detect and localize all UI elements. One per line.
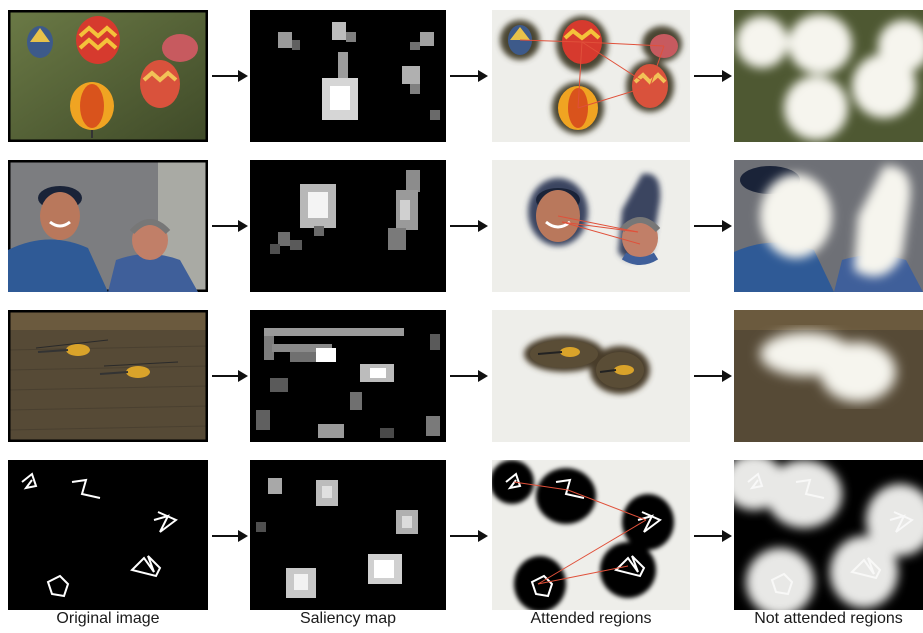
row2-arrow-1 [212, 219, 248, 233]
row4-arrow-1 [212, 529, 248, 543]
row2-attended-regions [492, 160, 690, 292]
row3-not-attended-regions [734, 310, 923, 442]
row2-arrow-3 [694, 219, 732, 233]
row4-arrow-3 [694, 529, 732, 543]
caption-not-attended-regions: Not attended regions [754, 610, 903, 627]
row4-not-attended-regions [734, 460, 923, 610]
row1-arrow-1 [212, 69, 248, 83]
row4-saliency-map [250, 460, 446, 610]
caption-attended-regions: Attended regions [530, 610, 652, 627]
row1-not-attended-regions [734, 10, 923, 142]
row1-arrow-3 [694, 69, 732, 83]
row4-arrow-2 [450, 529, 488, 543]
row4-attended-regions [492, 460, 690, 610]
caption-saliency-map: Saliency map [299, 610, 397, 627]
row3-original-image [8, 310, 208, 442]
row3-attended-regions [492, 310, 690, 442]
row4-original-image [8, 460, 208, 610]
row1-attended-regions [492, 10, 690, 142]
row1-arrow-2 [450, 69, 488, 83]
row2-saliency-map [250, 160, 446, 292]
caption-original-image: Original image [56, 610, 160, 627]
row3-arrow-2 [450, 369, 488, 383]
row1-saliency-map [250, 10, 446, 142]
row3-arrow-1 [212, 369, 248, 383]
row2-original-image [8, 160, 208, 292]
row3-arrow-3 [694, 369, 732, 383]
row1-original-image [8, 10, 208, 142]
row2-not-attended-regions [734, 160, 923, 292]
row2-arrow-2 [450, 219, 488, 233]
row3-saliency-map [250, 310, 446, 442]
